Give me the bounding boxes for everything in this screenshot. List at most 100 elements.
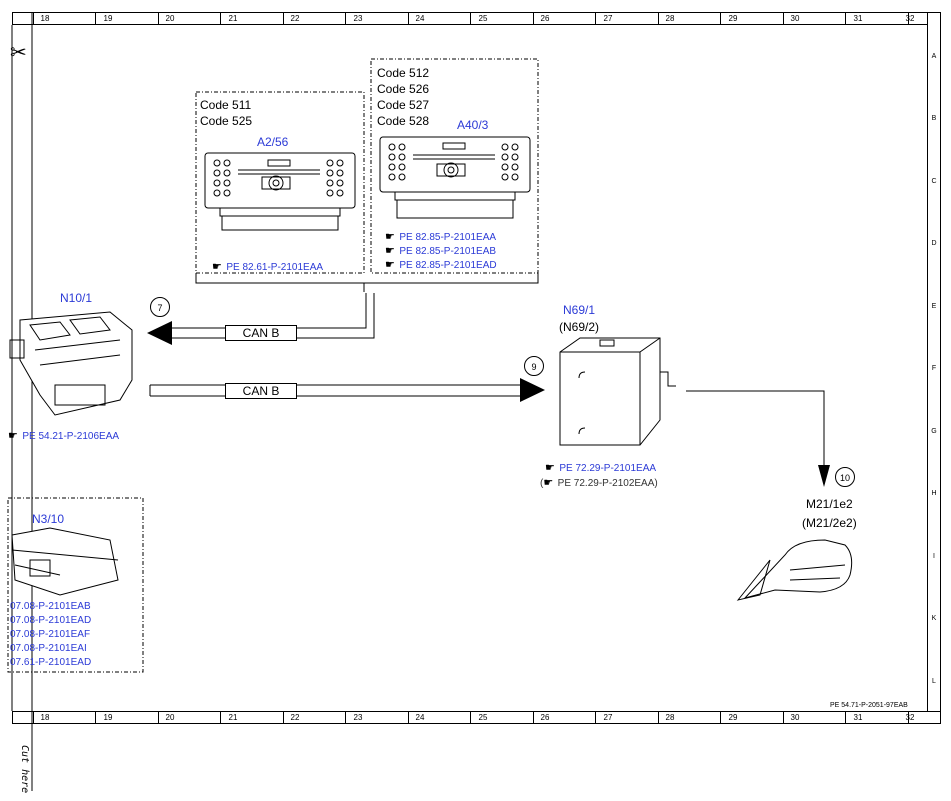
a40-3-code-2: Code 526 [377, 82, 430, 96]
n69-1-reference-2[interactable]: PE 72.29-P-2102EAA) [557, 478, 658, 489]
ruler-col: 25 [478, 713, 488, 722]
can-b-top-label: CAN B [225, 325, 297, 341]
a40-3-code-4: Code 528 [377, 114, 430, 128]
n10-1-module-drawing [9, 311, 133, 416]
reference-hand-icon: ☛ [545, 462, 555, 474]
ruler-col: 32 [905, 713, 915, 722]
ruler-col: 23 [353, 713, 363, 722]
ruler-col: 28 [665, 713, 675, 722]
row-ruler: A B C D E F G H I K L [927, 12, 941, 712]
ruler-col: 26 [540, 14, 550, 23]
can-b-top-arrowhead [147, 321, 172, 345]
ruler-col: 31 [853, 14, 863, 23]
n69-2-alt-label: (N69/2) [559, 320, 600, 334]
ruler-col: 20 [165, 14, 175, 23]
drawing-reference: PE 54.71-P-2051-97EAB [830, 702, 908, 709]
ruler-col: 21 [228, 14, 238, 23]
m21-2e2-alt-label: (M21/2e2) [802, 516, 857, 530]
n10-1-ref-row: ☛ PE 54.21-P-2106EAA [8, 426, 119, 444]
ruler-col: 30 [790, 713, 800, 722]
can-b-bottom-wire [149, 384, 520, 397]
ruler-row: F [931, 365, 937, 372]
can-b-bottom-arrowhead [520, 378, 545, 402]
n69-1-ref-row-1: ☛ PE 72.29-P-2101EAA [545, 458, 656, 476]
ruler-row: A [931, 53, 937, 60]
reference-hand-icon: ☛ [385, 259, 395, 271]
ruler-row: C [931, 178, 937, 185]
connector-circle-9: 9 [524, 356, 544, 376]
ruler-col: 26 [540, 713, 550, 722]
ruler-col: 22 [290, 14, 300, 23]
ruler-col: 19 [103, 713, 113, 722]
ruler-col: 20 [165, 713, 175, 722]
scissors-icon: ✂ [10, 42, 27, 64]
a2-56-code-2: Code 525 [200, 114, 253, 128]
a40-3-dashed-box [370, 58, 539, 274]
a40-3-reference-3[interactable]: PE 82.85-P-2101EAD [399, 260, 497, 271]
a2-56-dashed-box [195, 91, 365, 274]
n69-1-component-label: N69/1 [563, 303, 596, 317]
a40-3-unit-drawing [379, 136, 531, 219]
ruler-row: K [931, 615, 937, 622]
ruler-col: 30 [790, 14, 800, 23]
n69-1-reference-1[interactable]: PE 72.29-P-2101EAA [559, 463, 657, 474]
a2-56-unit-drawing [204, 152, 356, 231]
n10-1-component-label: N10/1 [60, 291, 93, 305]
reference-hand-icon: ☛ [385, 231, 395, 243]
ruler-col: 19 [103, 14, 113, 23]
a40-3-code-3: Code 527 [377, 98, 430, 112]
m21-1e2-label: M21/1e2 [806, 497, 853, 511]
ruler-col: 22 [290, 713, 300, 722]
ruler-row: L [932, 678, 936, 685]
reference-hand-icon: ☛ [8, 430, 18, 442]
ruler-row: B [931, 115, 937, 122]
n69-1-ref-row-2: (☛ PE 72.29-P-2102EAA) [540, 473, 658, 491]
top-ruler: 18 19 20 21 22 23 24 25 26 27 28 29 30 3… [12, 12, 941, 25]
n3-10-component-label: N3/10 [32, 512, 65, 526]
ruler-col: 29 [728, 14, 738, 23]
a40-3-reference-2[interactable]: PE 82.85-P-2101EAB [399, 246, 497, 257]
n3-10-reference-1[interactable]: 07.08-P-2101EAB [10, 601, 91, 612]
a40-3-component-label: A40/3 [457, 118, 489, 132]
bracket [195, 273, 539, 292]
ruler-col: 28 [665, 14, 675, 23]
ruler-row: H [931, 490, 937, 497]
reference-hand-icon: ☛ [385, 245, 395, 257]
ruler-col: 24 [415, 713, 425, 722]
reference-hand-icon: ☛ [543, 477, 554, 489]
mirror-drawing [736, 539, 853, 601]
can-b-top-wire [170, 293, 367, 329]
a2-56-reference[interactable]: PE 82.61-P-2101EAA [226, 262, 324, 273]
n3-10-reference-3[interactable]: 07.08-P-2101EAF [10, 629, 91, 640]
a2-56-code-1: Code 511 [200, 98, 252, 112]
ruler-col: 29 [728, 713, 738, 722]
ruler-row: E [931, 303, 937, 310]
connector-circle-10: 10 [835, 467, 855, 487]
ruler-col: 27 [603, 14, 613, 23]
a40-3-ref-row-3: ☛ PE 82.85-P-2101EAD [385, 255, 497, 273]
a40-3-code-1: Code 512 [377, 66, 430, 80]
ruler-col: 25 [478, 14, 488, 23]
can-b-bottom-label: CAN B [225, 383, 297, 399]
ruler-col: 18 [40, 14, 50, 23]
a40-3-reference-1[interactable]: PE 82.85-P-2101EAA [399, 232, 497, 243]
ruler-col: 31 [853, 713, 863, 722]
n10-1-reference[interactable]: PE 54.21-P-2106EAA [22, 431, 120, 442]
ruler-col: 32 [905, 14, 915, 23]
ruler-row: D [931, 240, 937, 247]
n3-10-reference-5[interactable]: 07.61-P-2101EAD [10, 657, 92, 668]
ruler-col: 21 [228, 713, 238, 722]
n3-10-reference-4[interactable]: 07.08-P-2101EAI [10, 643, 87, 654]
a40-3-ref-row-1: ☛ PE 82.85-P-2101EAA [385, 227, 496, 245]
a2-56-ref-row: ☛ PE 82.61-P-2101EAA [212, 257, 323, 275]
ruler-col: 24 [415, 14, 425, 23]
n3-10-reference-2[interactable]: 07.08-P-2101EAD [10, 615, 92, 626]
paren-open: ( [540, 478, 544, 489]
mirror-arrowhead [818, 465, 830, 487]
mirror-wire [686, 390, 825, 465]
ruler-col: 27 [603, 713, 613, 722]
ruler-col: 18 [40, 713, 50, 722]
ruler-col: 23 [353, 14, 363, 23]
